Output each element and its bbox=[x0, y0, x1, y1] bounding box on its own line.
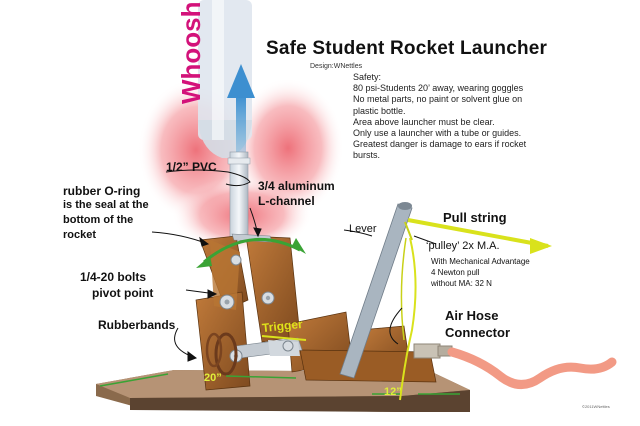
pvc-tube bbox=[227, 151, 251, 243]
oring-desc-2: bottom of the bbox=[63, 214, 134, 226]
pull-string-label: Pull string bbox=[443, 210, 507, 225]
airflow-arrow bbox=[227, 64, 255, 170]
lever-pole bbox=[339, 202, 413, 379]
pvc-label: 1/2” PVC bbox=[166, 160, 217, 174]
diagram-title: Safe Student Rocket Launcher bbox=[266, 38, 548, 59]
pull-string bbox=[261, 218, 552, 401]
airhose-label-2: Connector bbox=[445, 325, 510, 340]
safety-line: Only use a launcher with a tube or guide… bbox=[353, 128, 522, 139]
motion-arrows bbox=[196, 238, 306, 268]
oring-desc-3: rocket bbox=[63, 229, 97, 241]
depth-dimension: 12” bbox=[384, 386, 402, 398]
rubberbands bbox=[205, 332, 238, 376]
pulley-label-1: ‘pulley’ 2x M.A. bbox=[426, 240, 500, 252]
width-dimension: 20” bbox=[204, 372, 222, 384]
bolts-label: 1/4-20 bolts bbox=[80, 270, 147, 284]
pulley-label-4: without MA: 32 N bbox=[431, 279, 492, 288]
oring-title: rubber O-ring bbox=[63, 184, 141, 198]
whoosh-label: Whoosh! bbox=[176, 0, 206, 104]
oring-desc-1: is the seal at the bbox=[63, 199, 149, 211]
airhose-label-1: Air Hose bbox=[445, 308, 499, 323]
channel-label-2: L-channel bbox=[258, 194, 315, 208]
pulley-label-3: 4 Newton pull bbox=[431, 268, 480, 277]
safety-line: bursts. bbox=[353, 150, 381, 161]
safety-line: plastic bottle. bbox=[353, 105, 406, 116]
copyright-note: ©2011WNettles bbox=[582, 404, 610, 409]
dimension-arrows bbox=[99, 373, 460, 395]
safety-notes: Safety: 80 psi-Students 20’ away, wearin… bbox=[353, 72, 526, 162]
pivot-label: pivot point bbox=[92, 286, 154, 300]
air-hose-connector bbox=[413, 343, 453, 359]
safety-line: Greatest danger is damage to ears if roc… bbox=[353, 139, 527, 150]
callout-lines bbox=[151, 169, 437, 362]
safety-line: Safety: bbox=[353, 72, 382, 82]
rubberbands-label: Rubberbands bbox=[98, 318, 176, 332]
pulley-label-2: With Mechanical Advantage bbox=[431, 257, 530, 266]
safety-line: Area above launcher must be clear. bbox=[353, 116, 495, 127]
safety-line: 80 psi-Students 20’ away, wearing goggle… bbox=[353, 83, 524, 94]
design-credit: Design:WNettles bbox=[310, 63, 363, 70]
air-hose bbox=[447, 347, 617, 389]
channel-label-1: 3/4 aluminum bbox=[258, 179, 335, 193]
lever-label: Lever bbox=[349, 223, 377, 235]
safety-line: No metal parts, no paint or solvent glue… bbox=[353, 94, 523, 105]
